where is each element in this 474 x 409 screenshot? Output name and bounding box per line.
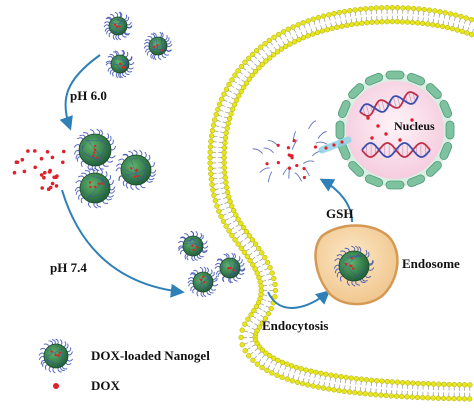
label-endosome: Endosome [402,256,460,271]
dox-molecule [22,169,27,174]
label-endocytosis: Endocytosis [262,318,328,333]
dox-molecule [33,149,37,153]
dox-molecule [50,155,55,160]
nanogel-7 [177,230,209,262]
nanogel-4 [73,128,117,172]
released-fragments [252,120,327,183]
dox-molecule [54,184,59,188]
dox-molecule [14,160,19,164]
endosome-nanogel [333,245,375,287]
dna-helix [359,91,431,158]
legend-dox-icon [53,383,59,389]
arrow-to-ph60 [59,54,101,131]
nanogel-2 [143,31,173,61]
nucleus-dox [366,116,414,142]
free-dox-cluster [12,149,66,191]
nanogel-8 [214,252,246,284]
membrane-lipid-tails [212,9,474,397]
dox-molecule [40,186,44,190]
arrow-to-ph74 [61,189,185,298]
dox-molecule [39,173,44,177]
cell-membrane [207,4,474,402]
endosome [314,224,399,306]
label-nucleus: Nucleus [394,119,435,133]
nanogel-3 [105,49,135,79]
nucleus [335,70,455,190]
dox-molecule [26,149,30,153]
legend-nanogel [38,338,74,374]
arrow-gsh-release [319,178,353,223]
label-gsh: GSH [326,206,353,221]
dox-molecule [48,185,53,190]
dox-molecule [43,170,47,175]
endosome-nanogel-core [333,245,375,287]
label-ph-74: pH 7.4 [50,260,87,275]
dox-molecule [61,160,65,165]
nuclear-entry [318,136,352,154]
dox-molecule [45,150,50,154]
legend-nanogel-icon [38,338,74,374]
nanogel-6 [74,167,116,209]
legend-nanogel-label: DOX-loaded Nanogel [91,348,210,363]
dox-molecule [39,156,44,161]
legend: DOX-loaded Nanogel DOX [38,338,210,393]
arrow-endocytosis [267,290,331,309]
dox-molecule [48,168,52,173]
dox-molecule [20,157,25,162]
nanogel-1 [103,11,133,41]
dox-molecule [42,175,46,180]
dox-molecule [55,174,59,178]
dox-molecule [61,149,66,154]
membrane-lipid-heads [207,4,474,402]
nanogel-9 [187,266,219,298]
dox-molecule [50,181,55,186]
dox-molecule [33,165,37,170]
dox-molecule [12,170,17,175]
nanogel-group [73,11,246,298]
nanogel-5 [115,149,157,191]
label-ph-60: pH 6.0 [70,88,107,103]
legend-dox-label: DOX [91,378,121,393]
